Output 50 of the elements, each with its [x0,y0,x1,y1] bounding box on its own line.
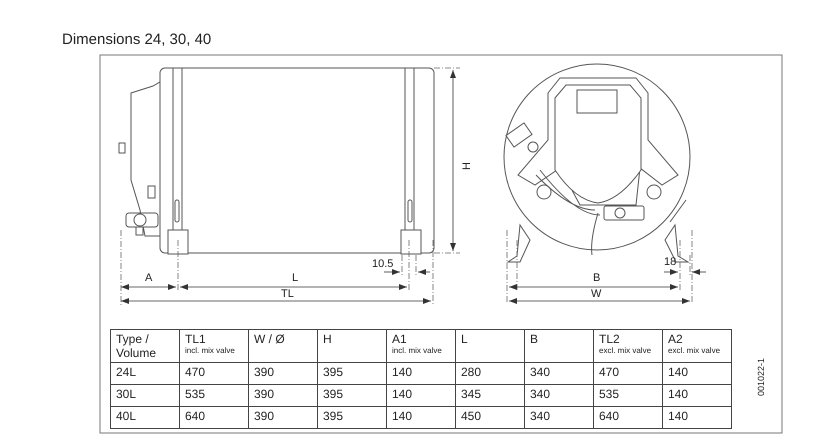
dimension-label: H [460,162,473,170]
table-cell: 640 [594,406,662,428]
column-header: TL1 [185,332,207,346]
column-header: W / Ø [254,332,286,346]
table-cell: 340 [524,384,594,406]
table-cell: 40L [110,406,180,428]
table-cell: 140 [662,406,732,428]
header-note: incl. mix valve [392,346,443,355]
table-cell: 140 [662,362,732,384]
table-cell: 345 [456,384,524,406]
column-header: A1 [392,332,408,346]
table-cell: 535 [180,384,248,406]
dimension-label: 10.5 [372,258,394,270]
table-cell: 395 [318,384,386,406]
table-cell: 390 [248,362,318,384]
column-header: L [461,332,469,346]
table-cell: 535 [594,384,662,406]
drawing-number: 001022-1 [756,358,766,396]
table-cell: 140 [386,406,456,428]
column-header: TL2 [599,332,621,346]
header-note: excl. mix valve [668,346,722,355]
diagram-title: Dimensions 24, 30, 40 [62,31,212,48]
table-cell: 140 [386,362,456,384]
dimension-label: L [292,272,298,284]
table-cell: 390 [248,384,318,406]
table-cell: 24L [110,362,180,384]
table-cell: 140 [662,384,732,406]
column-header: Type / Volume [116,332,158,360]
table-cell: 470 [594,362,662,384]
dimension-label: 18 [664,256,676,268]
table-cell: 470 [180,362,248,384]
header-note: excl. mix valve [599,346,652,355]
table-cell: 395 [318,406,386,428]
dimension-label: W [591,288,602,300]
column-header: B [530,332,540,346]
table-cell: 450 [456,406,524,428]
table-cell: 140 [386,384,456,406]
column-header: H [323,332,333,346]
table-cell: 340 [524,362,594,384]
dimension-label: B [593,272,600,284]
dimension-label: A [145,272,152,284]
table-cell: 395 [318,362,386,384]
table-cell: 340 [524,406,594,428]
table-cell: 640 [180,406,248,428]
table-cell: 30L [110,384,180,406]
header-note: incl. mix valve [185,346,236,355]
column-header: A2 [668,332,684,346]
dimension-label: TL [281,288,294,300]
table-cell: 390 [248,406,318,428]
table-cell: 280 [456,362,524,384]
